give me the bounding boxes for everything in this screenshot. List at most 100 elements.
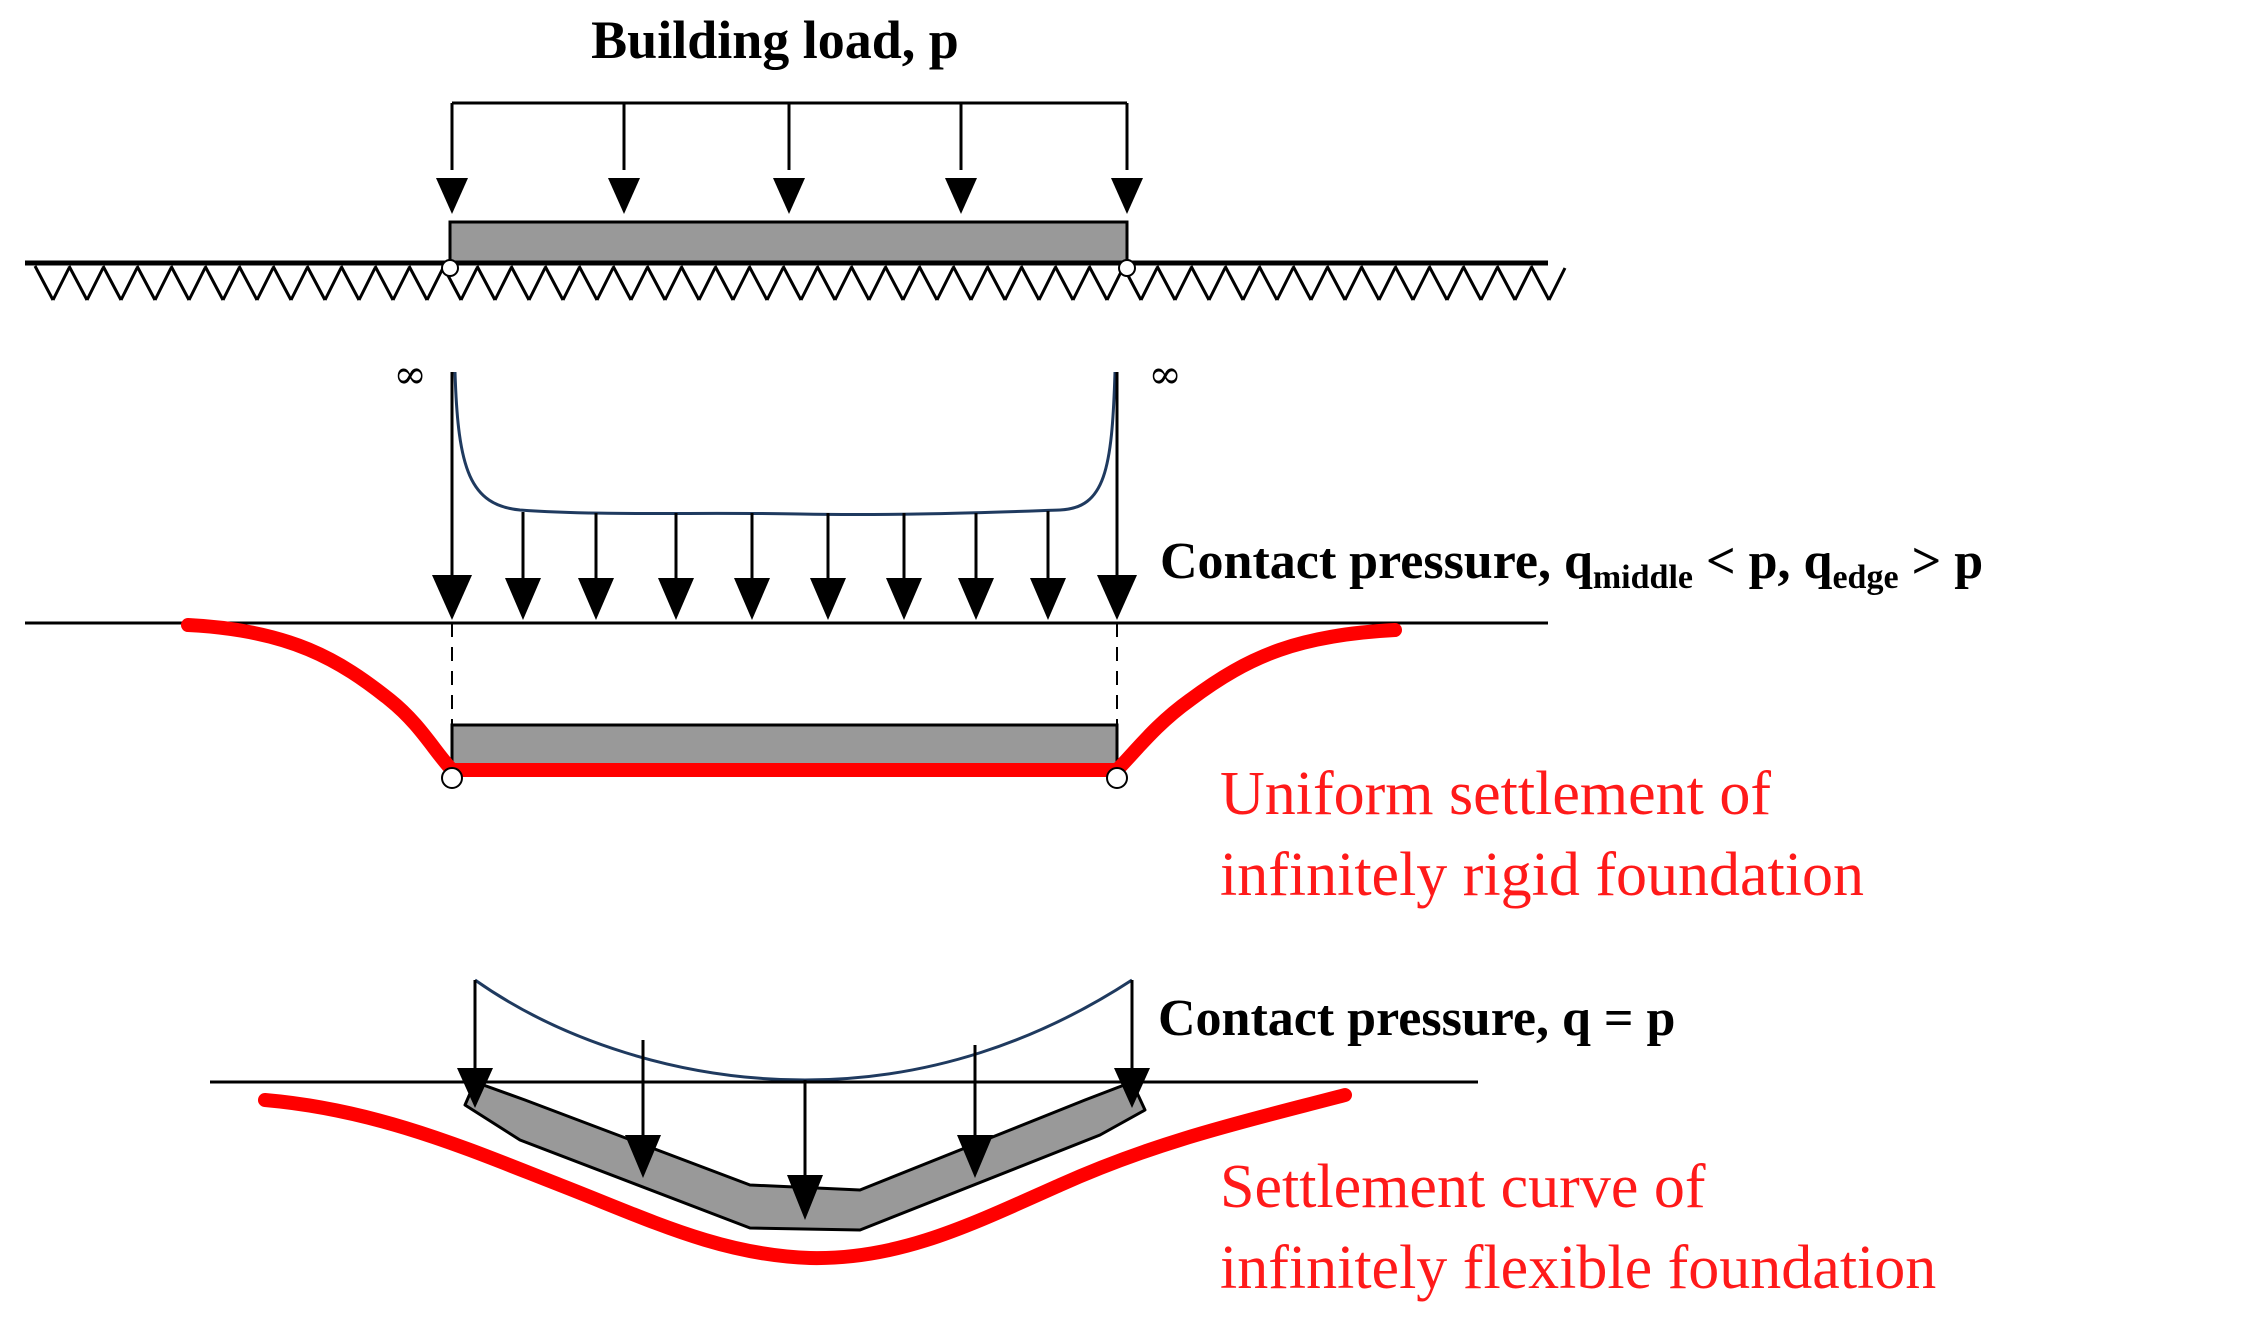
pressure-arrowhead: [1114, 1068, 1150, 1108]
soil-hatch-line: [323, 267, 343, 301]
soil-hatch-line: [799, 267, 819, 301]
soil-hatch-line: [1427, 265, 1449, 301]
pressure-arrowhead: [457, 1068, 493, 1108]
soil-hatch-line: [1325, 265, 1347, 301]
soil-hatch-line: [509, 265, 531, 301]
soil-hatch-line: [169, 265, 191, 301]
soil-hatch-line: [1547, 267, 1567, 301]
load-arrowhead: [1111, 178, 1143, 214]
slab-edge-left: [441, 259, 459, 277]
soil-hatch-line: [119, 267, 139, 301]
soil-hatch-line: [1411, 267, 1431, 301]
pressure-arrowhead: [505, 578, 541, 620]
soil-hatch-line: [1241, 267, 1261, 301]
pressure-arrowhead: [432, 575, 472, 620]
soil-hatch-line: [1003, 267, 1023, 301]
pressure-arrowhead: [1097, 575, 1137, 620]
rigid-pressure-arrows: [432, 511, 1137, 620]
soil-hatch-line: [543, 265, 565, 301]
soil-hatch-line: [781, 265, 803, 301]
soil-hatch-line: [747, 265, 769, 301]
soil-hatch-line: [1343, 267, 1363, 301]
rigid-foundation-section: ∞ ∞: [25, 352, 1983, 909]
soil-hatch-line: [663, 267, 683, 301]
pressure-arrowhead: [658, 578, 694, 620]
soil-hatch-line: [373, 265, 395, 301]
slab-edge-right: [1118, 259, 1136, 277]
flexible-foundation-section: Contact pressure, q = p Settlement curve…: [210, 978, 1936, 1302]
soil-hatch-line: [527, 267, 547, 301]
soil-hatch-line: [1461, 265, 1483, 301]
building-load-title: Building load, p: [591, 10, 959, 70]
soil-hatch-line: [135, 265, 157, 301]
soil-hatch-line: [1445, 267, 1465, 301]
flexible-settlement-label-line1: Settlement curve of: [1220, 1153, 1706, 1221]
rigid-contact-pressure-label: Contact pressure, qmiddle < p, qedge > p: [1160, 533, 1983, 596]
soil-hatch-line: [1359, 265, 1381, 301]
soil-hatch-line: [67, 265, 89, 301]
soil-hatch-line: [203, 265, 225, 301]
soil-hatch-line: [1223, 265, 1245, 301]
soil-hatch-line: [51, 267, 71, 301]
flexible-pressure-arrows: [457, 1040, 1150, 1220]
soil-hatch-line: [1189, 265, 1211, 301]
soil-hatch-line: [867, 267, 887, 301]
rigid-pressure-curve: [453, 371, 1117, 517]
soil-hatch-line: [1207, 267, 1227, 301]
load-arrowhead: [608, 178, 640, 214]
soil-hatch-line: [101, 265, 123, 301]
pressure-arrowhead: [886, 578, 922, 620]
soil-hatch-line: [1309, 267, 1329, 301]
soil-hatch-line: [459, 267, 479, 301]
soil-hatch-line: [1393, 265, 1415, 301]
load-arrowhead: [773, 178, 805, 214]
soil-hatch-line: [901, 267, 921, 301]
soil-hatch-line: [629, 267, 649, 301]
soil-hatch-line: [305, 265, 327, 301]
pressure-arrowhead: [578, 578, 614, 620]
building-load-arrows: [436, 103, 1143, 214]
pressure-arrowhead: [1030, 578, 1066, 620]
soil-hatch-line: [849, 265, 871, 301]
soil-hatch-line: [1377, 267, 1397, 301]
soil-hatch-line: [425, 267, 445, 301]
soil-hatch-line: [85, 267, 105, 301]
foundation-slab-unloaded: [448, 220, 1129, 264]
soil-hatch-line: [271, 265, 293, 301]
soil-hatch-line: [697, 267, 717, 301]
soil-hatch-line: [577, 265, 599, 301]
soil-hatch-line: [153, 267, 173, 301]
soil-hatch-line: [815, 265, 837, 301]
pressure-arrowhead: [734, 578, 770, 620]
soil-hatch-line: [1019, 265, 1041, 301]
soil-hatch-line: [1173, 267, 1193, 301]
soil-hatch-line: [255, 267, 275, 301]
soil-hatch-line: [1529, 265, 1551, 301]
soil-hatch-line: [1495, 265, 1517, 301]
soil-hatch-line: [391, 267, 411, 301]
soil-hatch-line: [339, 265, 361, 301]
soil-hatch-line: [1037, 267, 1057, 301]
flexible-settlement-label-line2: infinitely flexible foundation: [1220, 1234, 1936, 1302]
soil-hatching: [33, 265, 1567, 301]
soil-hatch-line: [765, 267, 785, 301]
soil-hatch-line: [289, 267, 309, 301]
building-load-section: Building load, p: [25, 10, 1567, 301]
pressure-arrowhead: [810, 578, 846, 620]
soil-hatch-line: [679, 265, 701, 301]
rigid-slab-edge-left: [441, 767, 463, 789]
soil-hatch-line: [883, 265, 905, 301]
soil-hatch-line: [357, 267, 377, 301]
soil-hatch-line: [561, 267, 581, 301]
soil-hatch-line: [731, 267, 751, 301]
soil-hatch-line: [611, 265, 633, 301]
load-arrowhead: [945, 178, 977, 214]
soil-hatch-line: [407, 265, 429, 301]
soil-hatch-line: [1155, 265, 1177, 301]
infinity-right: ∞: [1148, 352, 1181, 398]
soil-hatch-line: [1053, 265, 1075, 301]
soil-hatch-line: [237, 265, 259, 301]
soil-hatch-line: [1087, 265, 1109, 301]
soil-hatch-line: [221, 267, 241, 301]
